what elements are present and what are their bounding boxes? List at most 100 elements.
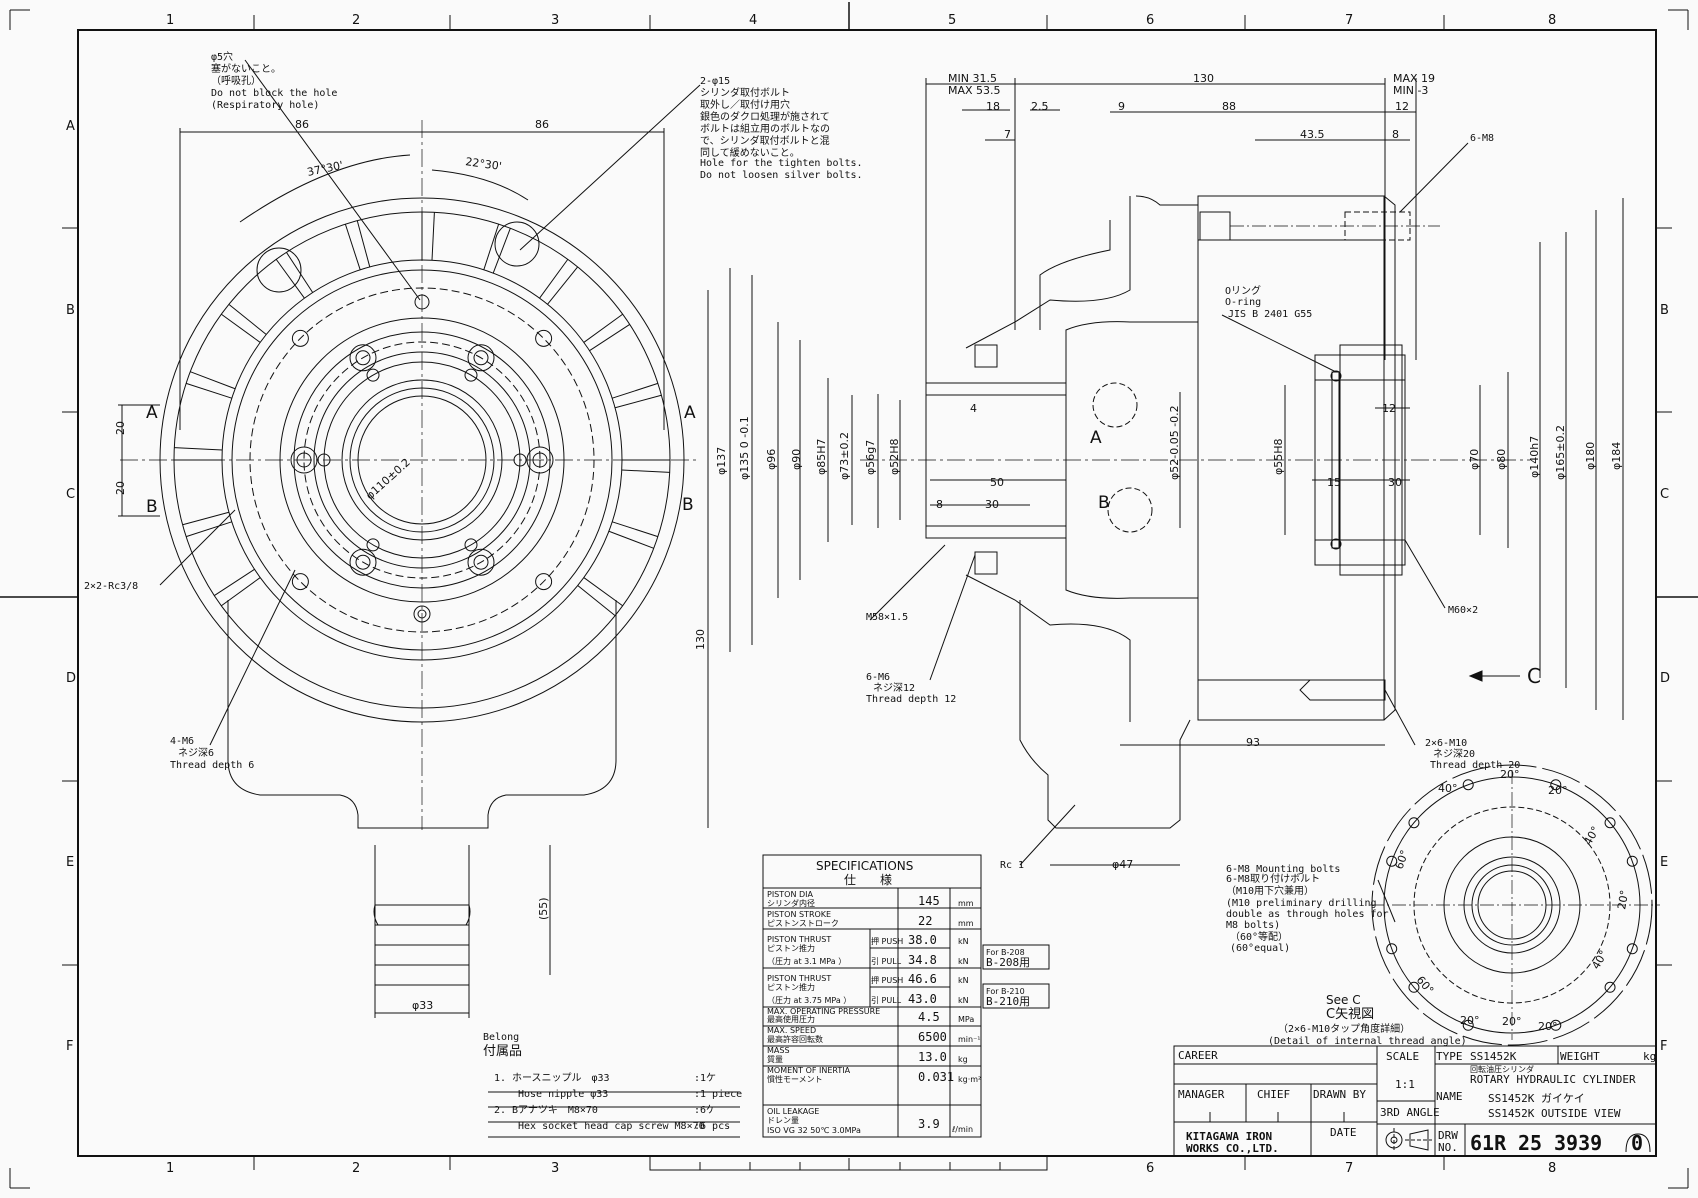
dim-18: 18	[986, 100, 1000, 113]
grid-row-e: E	[66, 855, 74, 870]
spec-row-sub: ピストンストローク	[767, 919, 839, 928]
note-line: ネジ深12	[873, 682, 915, 694]
belong-item-en: Hex socket head cap screw M8×70	[518, 1121, 705, 1132]
fin	[589, 324, 629, 350]
note-line: (Respiratory hole)	[211, 100, 319, 111]
dim-phi137: φ137	[715, 447, 728, 475]
dim-8-bottom: 8	[936, 498, 943, 511]
dim-phi56: φ56g7	[864, 440, 877, 475]
spec-row-unit: kg·m²	[958, 1075, 981, 1084]
belong-item-qty-jp: :1ケ	[694, 1072, 716, 1084]
dim-8-top: 8	[1392, 128, 1399, 141]
note-line: Thread depth 20	[1430, 760, 1520, 771]
tb-name-line2: SS1452K ガイケイ	[1488, 1092, 1585, 1105]
bolt-hole	[350, 549, 376, 575]
m10-tap-hole	[1551, 780, 1561, 790]
title-block	[1174, 1046, 1656, 1156]
grid-row-d-right: D	[1660, 671, 1670, 686]
oil-cond: ISO VG 32 50℃ 3.0MPa	[767, 1126, 861, 1135]
grid-row-d: D	[66, 671, 76, 686]
thrust2-label: PISTON THRUST	[767, 974, 831, 983]
belong-item-jp: Bアナツキ M8×70	[512, 1104, 598, 1116]
side-view	[730, 78, 1623, 865]
m10-tap-hole	[1387, 856, 1397, 866]
belong-list	[488, 1092, 740, 1137]
section-a-side: A	[1090, 428, 1102, 448]
thrust2-push: 押 PUSH	[871, 975, 903, 985]
angle-40-c: 40°	[1589, 948, 1610, 971]
tap-hole	[465, 539, 477, 551]
dim-phi70: φ70	[1468, 449, 1481, 470]
grid-row-c: C	[66, 487, 75, 502]
tb-chief: CHIEF	[1257, 1088, 1290, 1101]
spec-row-unit: min⁻¹	[958, 1035, 981, 1044]
thrust2-unit-push: kN	[958, 976, 969, 985]
fin	[612, 383, 658, 398]
tap-hole	[367, 369, 379, 381]
angle-60-a: 60°	[1393, 848, 1412, 871]
oil-sub: ドレン量	[767, 1116, 799, 1125]
thrust1-pull-value: 34.8	[908, 953, 937, 967]
spec-row-sub: 質量	[767, 1054, 783, 1064]
grid-col-7: 7	[1345, 13, 1353, 28]
dim-phi96: φ96	[765, 449, 778, 470]
m6-hole	[292, 574, 308, 590]
note-rc38: 2×2-Rc3/8	[84, 581, 138, 592]
hose-nipple	[374, 845, 470, 1010]
tap-hole	[465, 369, 477, 381]
section-b-side: B	[1098, 493, 1110, 513]
tb-manager: MANAGER	[1178, 1088, 1225, 1101]
m10-tap-hole	[1409, 818, 1419, 828]
oil-label: OIL LEAKAGE	[767, 1107, 819, 1116]
grid-row-b-right: B	[1660, 303, 1669, 318]
note-line: ボルトは組立用のボルトなの	[700, 122, 830, 135]
spec-row-sub: シリンダ内径	[767, 898, 815, 908]
belong-item-no: 1.	[494, 1073, 506, 1084]
note-line: JIS B 2401 G55	[1228, 309, 1312, 320]
thrust1-pull: 引 PULL	[871, 957, 902, 966]
dim-phi33: φ33	[412, 999, 433, 1012]
fin	[286, 252, 312, 292]
fin	[221, 578, 260, 606]
thrust1-for: For B-208	[986, 948, 1025, 957]
note-line: （2×6-M10タップ角度詳細）	[1278, 1022, 1410, 1035]
spec-title-en: SPECIFICATIONS	[816, 859, 913, 873]
m10-tap-hole	[1463, 780, 1473, 790]
note-m10: 2×6-M10 ネジ深20 Thread depth 20	[1425, 738, 1520, 771]
grid-col-2-bottom: 2	[352, 1161, 360, 1176]
fin	[174, 448, 222, 450]
grid-col-5: 5	[948, 13, 956, 28]
spec-row-value: 22	[918, 914, 932, 928]
tb-career: CAREER	[1178, 1049, 1218, 1062]
thrust1-for-jp: B-208用	[986, 956, 1030, 969]
spec-row-value: 145	[918, 894, 940, 908]
fin	[357, 221, 370, 267]
m10-tap-hole	[1409, 982, 1419, 992]
fin	[186, 383, 232, 398]
oil-value: 3.9	[918, 1117, 940, 1131]
fin	[221, 314, 260, 342]
note-line: （60°等配）	[1230, 930, 1288, 943]
note-line: (M10 preliminary drilling	[1226, 898, 1377, 909]
grid-col-3-bottom: 3	[551, 1161, 559, 1176]
tb-drw-label-1: DRW	[1438, 1129, 1458, 1142]
spec-row-value: 13.0	[918, 1050, 947, 1064]
dim-phi165: φ165±0.2	[1554, 425, 1567, 480]
tb-date: DATE	[1330, 1126, 1357, 1139]
tb-company-2: WORKS CO.,LTD.	[1186, 1142, 1279, 1155]
dim-angle-22: 22°30'	[465, 155, 503, 173]
angle-60-b: 60°	[1414, 974, 1436, 997]
bolt-hole-inner	[533, 453, 547, 467]
spec-row-unit: mm	[958, 919, 974, 928]
dim-30-right: 30	[1388, 476, 1402, 489]
spec-row-label: MAX. SPEED	[767, 1026, 816, 1035]
m10-tap-hole	[1463, 1020, 1473, 1030]
angle-20-b: 20°	[1548, 784, 1568, 797]
fin	[229, 304, 266, 334]
thrust1-sub: ピストン推力	[767, 943, 815, 953]
angle-20-e: 20°	[1502, 1015, 1522, 1028]
note-line: 塞がないこと。	[211, 62, 281, 75]
bolt-hole-inner	[356, 351, 370, 365]
section-b-right: B	[682, 495, 694, 515]
